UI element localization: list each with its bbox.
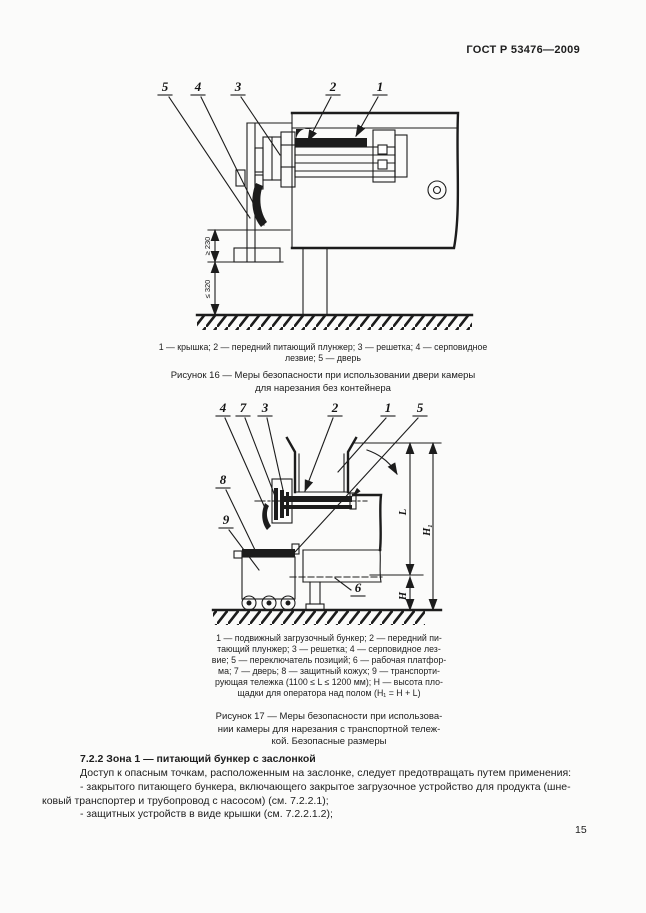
dimension-lines: L H H₁ (354, 441, 442, 612)
dimension-bottom-label: ≤ 320 (203, 280, 212, 299)
callout-label: 7 (240, 400, 247, 415)
callout-2: 2 (307, 79, 341, 142)
callout-label: 2 (331, 400, 339, 415)
caption-line: 1 — подвижный загрузочный бункер; 2 — пе… (216, 633, 442, 643)
machine-body (302, 493, 383, 583)
dimension-lines: ≥ 230 ≤ 320 (203, 228, 291, 317)
callout-4: 4 (215, 400, 266, 509)
figure16-drawing: ≥ 230 ≤ 320 5 4 3 2 1 (157, 79, 474, 330)
machine-pedestal (305, 581, 325, 611)
title-line: Рисунок 16 — Меры безопасности при испол… (170, 370, 476, 381)
title-line: нии камеры для нарезания с транспортной … (217, 723, 441, 735)
ground-hatching (195, 313, 474, 330)
callout-label: 3 (234, 79, 242, 94)
loading-hopper (285, 436, 358, 494)
section-body: Доступ к опасным точкам, расположенным н… (42, 767, 598, 822)
dimension-top-label: ≥ 230 (203, 237, 212, 256)
title-line: Рисунок 17 — Меры безопасности при испол… (215, 711, 443, 722)
callout-6: 6 (334, 577, 366, 597)
body-line: ковый транспортер и трубопровод с насосо… (42, 794, 329, 807)
dimension-h1-label: H₁ (422, 524, 433, 537)
callout-label: 9 (223, 512, 230, 527)
standard-header: ГОСТ Р 53476—2009 (466, 44, 580, 56)
feeding-plunger (254, 488, 368, 555)
callout-4: 4 (190, 79, 265, 226)
figure17-drawing: L H H₁ 4 7 3 2 1 (211, 400, 443, 625)
door-housing (271, 478, 293, 524)
title-line: кой. Безопасные размеры (271, 736, 387, 747)
swing-arrow (366, 449, 398, 475)
machine-body (290, 111, 460, 250)
callout-3: 3 (230, 79, 281, 156)
callout-2: 2 (304, 400, 343, 493)
grid-plate (262, 131, 296, 188)
figure17-title: Рисунок 17 — Меры безопасности при испол… (193, 711, 465, 749)
body-line: - защитных устройств в виде крышки (см. … (80, 808, 333, 821)
figure16-caption: 1 — крышка; 2 — передний питающий плунже… (123, 342, 523, 364)
callout-5: 5 (294, 400, 428, 553)
callout-label: 1 (385, 400, 392, 415)
callout-label: 3 (261, 400, 269, 415)
ground-hatching (211, 608, 443, 625)
callout-label: 6 (355, 580, 362, 595)
callout-1: 1 (355, 79, 388, 137)
callout-1: 1 (337, 400, 396, 473)
body-line: - закрытого питающего бункера, включающе… (80, 780, 571, 793)
caption-line: рующая тележка (1100 ≤ L ≤ 1200 мм); H —… (215, 677, 443, 687)
callout-label: 5 (162, 79, 169, 94)
figure16-title: Рисунок 16 — Меры безопасности при испол… (123, 370, 523, 395)
caption-line: тающий плунжер; 3 — решетка; 4 — серпови… (217, 644, 441, 654)
page-number: 15 (575, 824, 587, 836)
callout-7: 7 (235, 400, 276, 497)
callout-label: 5 (417, 400, 424, 415)
caption-line: лезвие; 5 — дверь (285, 353, 361, 363)
callout-3: 3 (257, 400, 284, 491)
callout-8: 8 (215, 472, 256, 551)
callout-label: 8 (220, 472, 227, 487)
sickle-blade (252, 183, 267, 227)
callout-label: 1 (377, 79, 384, 94)
transport-trolley (233, 549, 296, 611)
sickle-blade (262, 503, 271, 530)
dimension-h-label: H (398, 591, 409, 601)
callout-label: 4 (219, 400, 227, 415)
callout-5: 5 (157, 79, 251, 219)
callout-label: 4 (194, 79, 202, 94)
body-line: Доступ к опасным точкам, расположенным н… (80, 767, 572, 779)
caption-line: вие; 5 — переключатель позиций; 6 — рабо… (211, 655, 447, 665)
caption-line: щадки для оператора над полом (H₁ = H + … (237, 688, 421, 698)
title-line: для нарезания без контейнера (255, 382, 391, 394)
feeding-plunger (294, 128, 408, 183)
callout-9: 9 (218, 512, 260, 571)
caption-line: 1 — крышка; 2 — передний питающий плунже… (158, 342, 488, 352)
dimension-l-label: L (398, 509, 409, 516)
caption-line: ма; 7 — дверь; 8 — защитный кожух; 9 — т… (218, 666, 440, 676)
machine-pedestal (302, 247, 328, 316)
callout-label: 2 (329, 79, 337, 94)
section-heading: 7.2.2 Зона 1 — питающий бункер с заслонк… (80, 753, 316, 765)
figure17-caption: 1 — подвижный загрузочный бункер; 2 — пе… (193, 633, 465, 699)
